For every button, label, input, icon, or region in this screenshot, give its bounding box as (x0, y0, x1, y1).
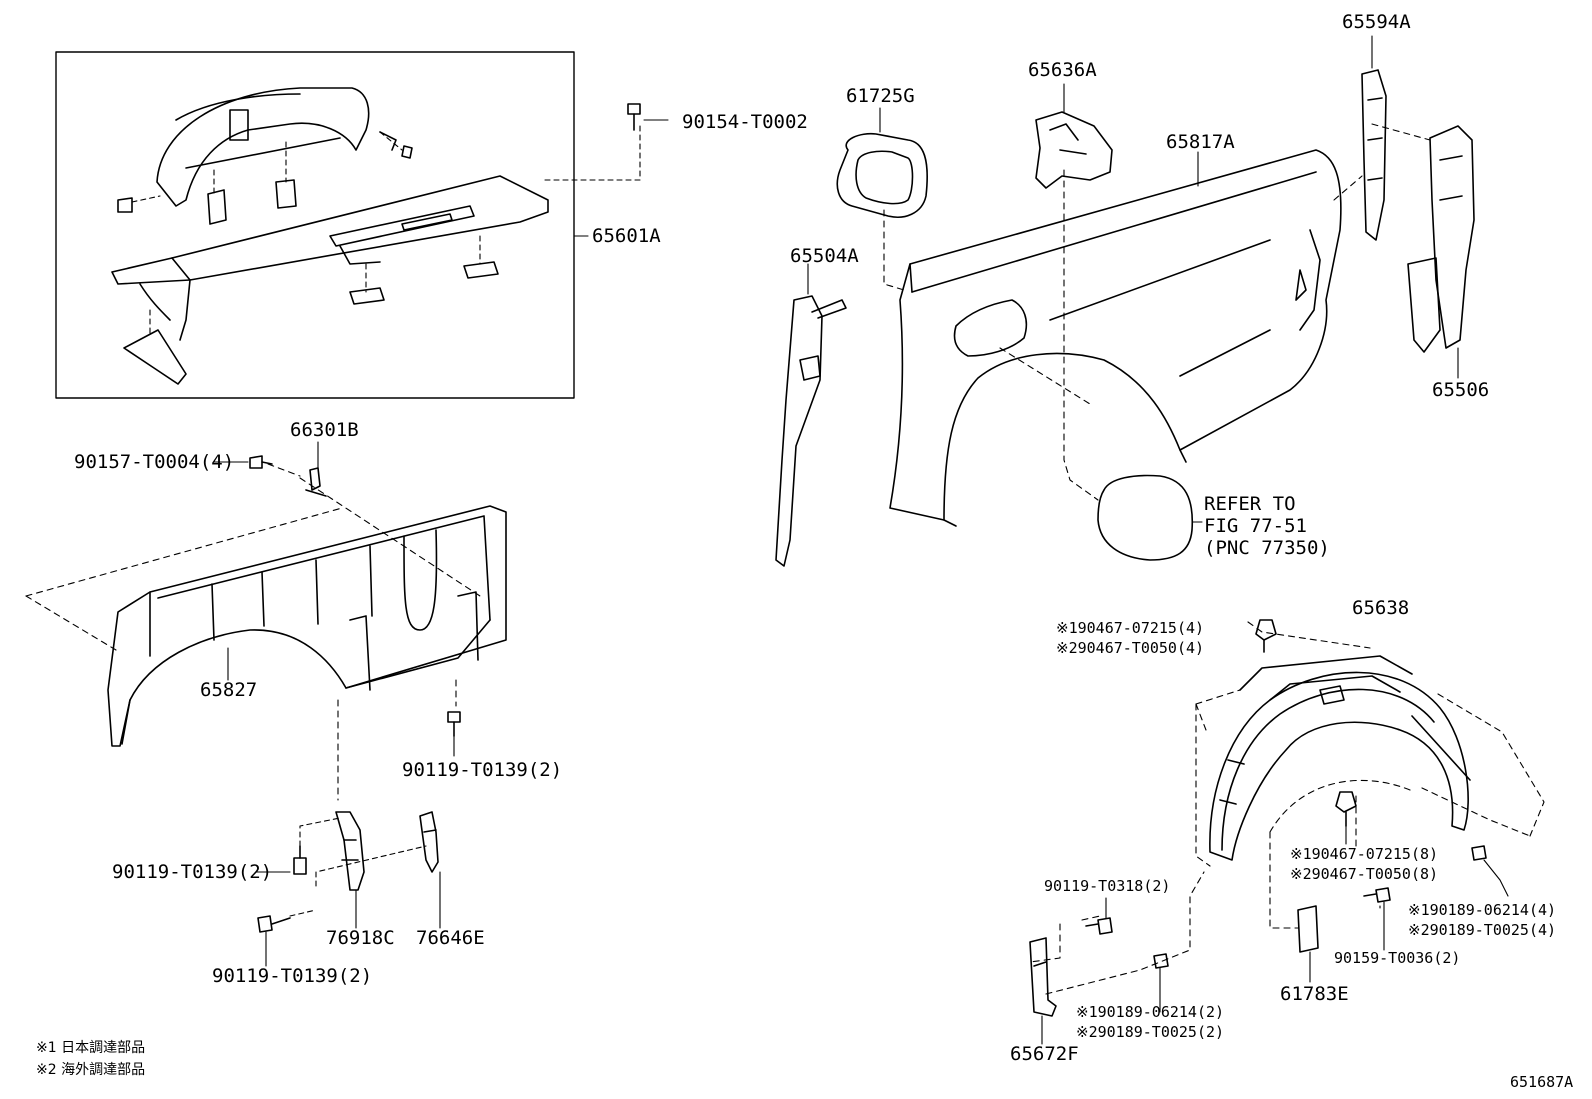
bolt-90119-low (257, 915, 291, 933)
nut-right (1471, 845, 1487, 861)
bracket-65672F (1029, 937, 1057, 1017)
liner-dashed-outline (1029, 621, 1545, 995)
bracket-76918C (335, 811, 365, 891)
part-61783E[interactable]: 61783E (1280, 983, 1349, 1005)
clip-mid-line1[interactable]: ※190467-07215(8) (1290, 845, 1439, 863)
part-65638[interactable]: 65638 (1352, 597, 1410, 619)
clip-top (1255, 619, 1277, 653)
refer-to-line3: (PNC 77350) (1204, 537, 1330, 559)
wheelhouse-upper-part (156, 87, 413, 207)
bolt-90154 (627, 103, 641, 131)
part-76918C[interactable]: 76918C (326, 927, 395, 949)
legend-note-1: ※1 日本調達部品 (36, 1040, 146, 1056)
bolt-90159 (1363, 887, 1391, 903)
part-65817A[interactable]: 65817A (1166, 131, 1235, 153)
legend-note-2: ※2 海外調達部品 (36, 1062, 146, 1078)
bracket-66301B (305, 467, 327, 497)
refer-to-line2[interactable]: FIG 77-51 (1204, 515, 1307, 537)
part-90154-T0002[interactable]: 90154-T0002 (682, 111, 808, 133)
clip-mid-line2[interactable]: ※290467-T0050(8) (1290, 865, 1439, 883)
pillar-65504A (775, 295, 847, 567)
assembly-box (55, 51, 575, 399)
plate-61783E (1297, 905, 1319, 953)
part-66301B[interactable]: 66301B (290, 419, 359, 441)
bracket-65506 (1407, 125, 1475, 353)
bolt-90119-T0318 (1085, 917, 1113, 935)
leader-nut-right (1483, 859, 1509, 897)
bolt-90119-mid (293, 845, 307, 875)
part-65506[interactable]: 65506 (1432, 379, 1490, 401)
bracket-dashed-leaders (289, 817, 427, 917)
nut-bottom-line1[interactable]: ※190189-06214(2) (1076, 1003, 1225, 1021)
nut-bottom-line2[interactable]: ※290189-T0025(2) (1076, 1023, 1225, 1041)
part-90119-T0139-right[interactable]: 90119-T0139(2) (402, 759, 563, 781)
bed-rail-panel (111, 175, 549, 341)
part-90119-T0318[interactable]: 90119-T0318(2) (1044, 877, 1171, 895)
part-65504A[interactable]: 65504A (790, 245, 859, 267)
bracket-65594A (1361, 69, 1387, 241)
part-90119-T0139-low[interactable]: 90119-T0139(2) (212, 965, 373, 987)
part-90119-T0139-mid[interactable]: 90119-T0139(2) (112, 861, 273, 883)
part-65601A[interactable]: 65601A (592, 225, 661, 247)
nut-right-line1[interactable]: ※190189-06214(4) (1408, 901, 1557, 919)
part-61725G[interactable]: 61725G (846, 85, 915, 107)
fuel-lid-77350 (1097, 474, 1194, 561)
liner-65638 (1209, 655, 1471, 861)
fuel-door-frame-61725G (836, 132, 928, 218)
part-65827[interactable]: 65827 (200, 679, 258, 701)
part-90159-T0036[interactable]: 90159-T0036(2) (1334, 949, 1461, 967)
box-dashed-leaders (131, 123, 641, 337)
quarter-panel-65817A (889, 149, 1342, 527)
part-65636A[interactable]: 65636A (1028, 59, 1097, 81)
small-brackets (117, 179, 499, 385)
part-65672F[interactable]: 65672F (1010, 1043, 1079, 1065)
bolt-90119-right (447, 711, 461, 737)
clip-top-line1[interactable]: ※190467-07215(4) (1056, 619, 1205, 637)
part-90157-T0004[interactable]: 90157-T0004(4) (74, 451, 235, 473)
refer-to-line1: REFER TO (1204, 493, 1296, 515)
bracket-76646E (419, 811, 439, 873)
part-76646E[interactable]: 76646E (416, 927, 485, 949)
diagram-id: 651687A (1510, 1073, 1574, 1091)
upper-right-dashed-leaders (883, 123, 1431, 501)
bolt-90157 (249, 455, 273, 469)
clip-top-line2[interactable]: ※290467-T0050(4) (1056, 639, 1205, 657)
inner-panel-dashed-outline (25, 463, 481, 801)
clip-mid (1335, 791, 1357, 827)
nut-right-line2[interactable]: ※290189-T0025(4) (1408, 921, 1557, 939)
part-65594A[interactable]: 65594A (1342, 11, 1411, 33)
inner-bed-panel (107, 505, 507, 747)
nut-bottom (1153, 953, 1169, 969)
bracket-65636A (1035, 111, 1113, 189)
